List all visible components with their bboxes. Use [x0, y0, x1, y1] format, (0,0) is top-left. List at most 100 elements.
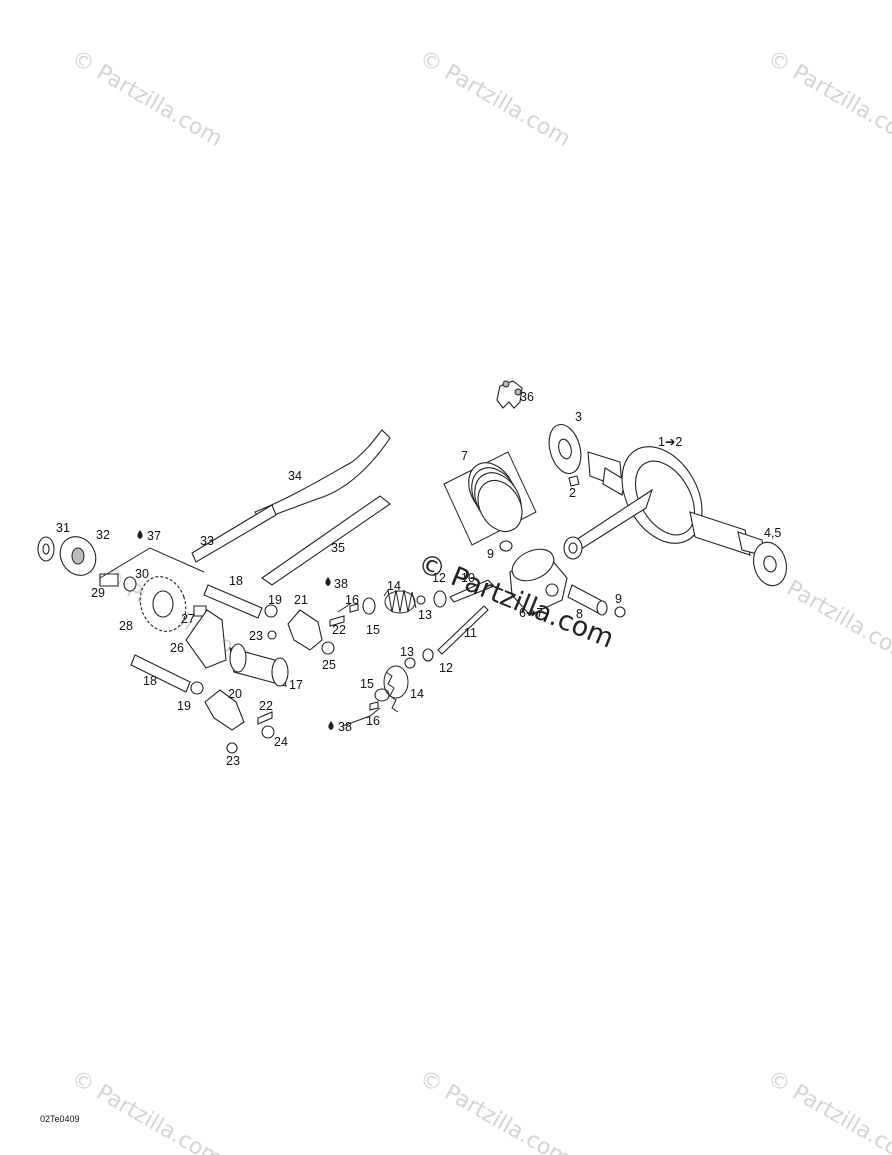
part-32-tensioner	[59, 536, 97, 576]
part-10-valve	[449, 579, 495, 603]
watermark-bottom-right: © Partzilla.com	[763, 1066, 892, 1155]
callout-17: 17	[289, 678, 303, 692]
part-16-keeper-upper	[349, 603, 359, 613]
part-31-seal	[37, 536, 55, 562]
part-16-keeper-lower	[369, 701, 379, 711]
callout-20: 20	[228, 687, 242, 701]
callout-27: 27	[181, 612, 195, 626]
callout-16-upper: 16	[345, 593, 359, 607]
part-3-washer	[548, 423, 582, 475]
callout-19-lower: 19	[177, 699, 191, 713]
part-2-key	[568, 475, 580, 487]
droplet-icon-38-lower	[328, 721, 334, 730]
part-6-piston	[509, 548, 568, 616]
part-18-shaft-upper	[203, 584, 263, 619]
callout-15-upper: 15	[366, 623, 380, 637]
part-20-rocker	[204, 689, 245, 731]
callout-26: 26	[170, 641, 184, 655]
callout-28: 28	[119, 619, 133, 633]
part-23-nut-lower	[226, 742, 238, 754]
callout-9-upper: 9	[487, 547, 494, 561]
callout-11: 11	[464, 626, 477, 640]
part-23-nut-upper	[267, 630, 277, 640]
figure-code: 02Te0409	[40, 1114, 80, 1124]
callout-23-upper: 23	[249, 629, 263, 643]
part-25-washer	[321, 641, 335, 655]
callout-37: 37	[147, 529, 161, 543]
callout-31: 31	[56, 521, 70, 535]
callout-18-lower: 18	[143, 674, 157, 688]
part-22-adjuster-lower	[257, 711, 273, 725]
callout-38-upper: 38	[334, 577, 348, 591]
watermark-top-center: © Partzilla.com	[415, 46, 575, 153]
part-9-clip-upper	[499, 540, 513, 552]
part-1-crankshaft	[563, 446, 766, 560]
part-11-valve	[437, 605, 489, 655]
callout-13-upper: 13	[418, 608, 432, 622]
part-22-adjuster-upper	[329, 615, 345, 627]
callout-3: 3	[575, 410, 582, 424]
part-21-rocker	[287, 609, 323, 651]
watermark-top-right: © Partzilla.com	[763, 46, 892, 153]
callout-12-upper: 12	[432, 571, 446, 585]
part-4-5-washer	[752, 541, 788, 587]
callout-32: 32	[96, 528, 110, 542]
part-34-chain-guide	[254, 429, 391, 521]
callout-19-upper: 19	[268, 593, 282, 607]
callout-25: 25	[322, 658, 336, 672]
callout-6-7: 6➔7	[519, 606, 543, 620]
callout-12-lower: 12	[439, 661, 453, 675]
callout-1-2: 1➔2	[658, 435, 682, 449]
callout-13-lower: 13	[400, 645, 414, 659]
part-19-washer-lower	[190, 681, 204, 695]
callout-15-lower: 15	[360, 677, 374, 691]
watermark-bottom-center: © Partzilla.com	[415, 1066, 575, 1155]
part-17-camshaft	[229, 643, 289, 687]
part-24-washer	[261, 725, 275, 739]
callout-8: 8	[576, 607, 583, 621]
watermark-top-left: © Partzilla.com	[67, 46, 227, 153]
part-29-bolt	[99, 573, 119, 587]
callout-38-lower: 38	[338, 720, 352, 734]
callout-9-lower: 9	[615, 592, 622, 606]
bracket-37	[99, 547, 205, 579]
part-14-spring-lower	[383, 665, 409, 713]
part-9-clip-lower	[614, 606, 626, 618]
callout-36: 36	[520, 390, 534, 404]
part-15-retainer-lower	[374, 688, 390, 702]
callout-24: 24	[274, 735, 288, 749]
part-36-cap	[496, 380, 523, 409]
part-7-ring-set	[443, 451, 537, 546]
callout-2: 2	[569, 486, 576, 500]
part-28-sprocket	[139, 576, 187, 632]
part-8-wrist-pin	[567, 584, 608, 616]
callout-14-lower: 14	[410, 687, 424, 701]
callout-22-lower: 22	[259, 699, 273, 713]
callout-16-lower: 16	[366, 714, 380, 728]
leader-lines	[337, 603, 381, 727]
watermark-bottom-left: © Partzilla.com	[67, 1066, 227, 1155]
part-15-retainer-upper	[362, 597, 376, 615]
callout-35: 35	[331, 541, 345, 555]
callout-29: 29	[91, 586, 105, 600]
callout-21: 21	[294, 593, 308, 607]
part-18-shaft-lower	[130, 654, 191, 693]
parts-drawing	[37, 380, 788, 754]
droplet-icon-37	[137, 530, 143, 539]
callout-4-5: 4,5	[764, 526, 781, 540]
part-30-washer	[123, 576, 137, 592]
callout-22-upper: 22	[332, 623, 346, 637]
part-13-seal-lower	[404, 657, 416, 669]
callout-14-upper: 14	[387, 579, 401, 593]
part-19-washer-upper	[264, 604, 278, 618]
part-26-plate	[185, 609, 227, 669]
callout-10: 10	[461, 571, 475, 585]
part-12-washer-lower	[422, 648, 434, 662]
callout-labels: 36 3 1➔2 2 7 34 4,5 31 32 37 33 35 9 38 …	[56, 390, 781, 768]
part-14-spring-upper	[383, 588, 417, 614]
droplet-icon-38-upper	[325, 577, 331, 586]
callout-34: 34	[288, 469, 302, 483]
part-13-seal-upper	[416, 595, 426, 605]
part-33-timing-chain	[191, 504, 277, 563]
